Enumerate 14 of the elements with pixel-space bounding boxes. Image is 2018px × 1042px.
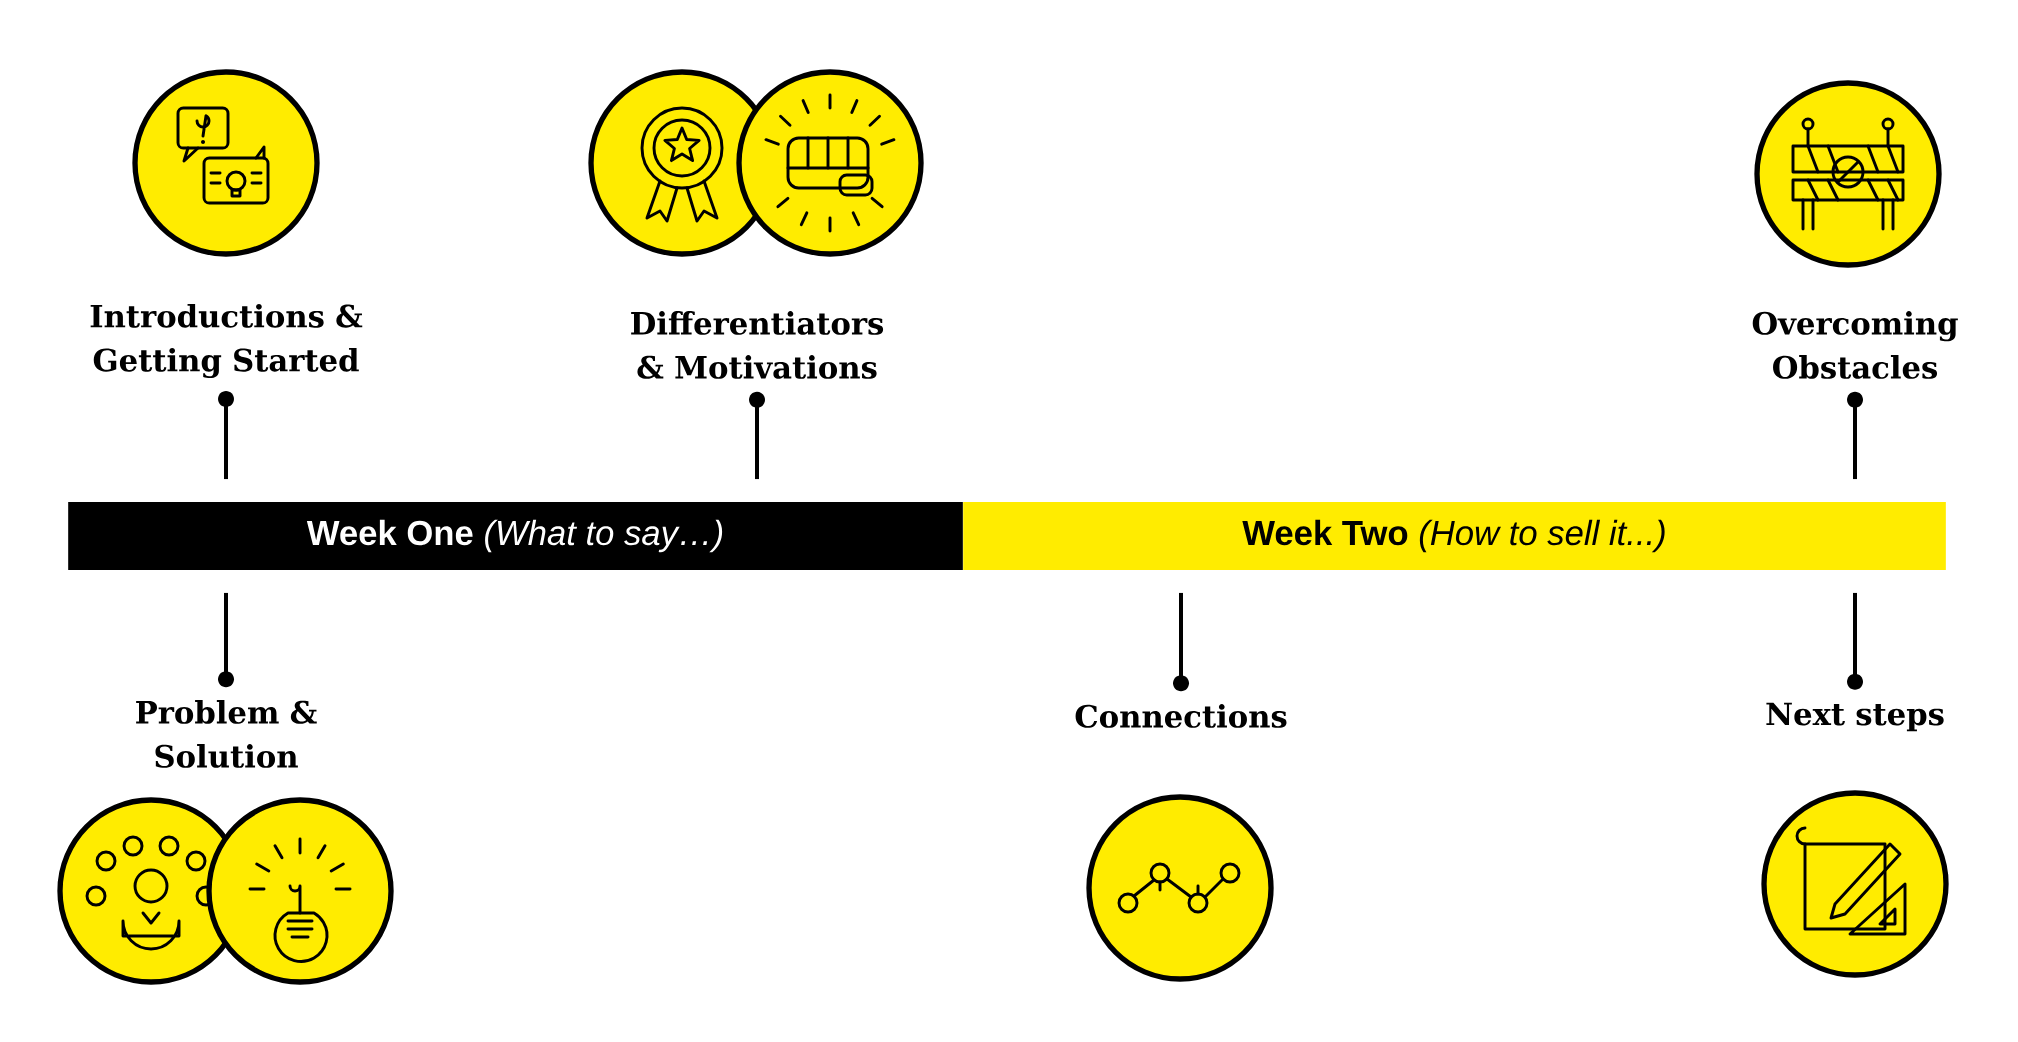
milestone-label: Introductions & Getting Started <box>90 303 363 379</box>
timeline-pin <box>218 592 234 688</box>
milestone-label: Problem & Solution <box>136 700 317 768</box>
timeline-pin <box>1847 592 1863 690</box>
milestone-label: Connections <box>1075 704 1287 728</box>
milestone-label: Next steps <box>1766 702 1944 732</box>
timeline-pin <box>218 391 234 480</box>
timeline-bar: Week Two (How to sell it...) <box>963 502 1946 570</box>
timeline-pin <box>749 391 765 480</box>
timeline-pin <box>1847 391 1863 480</box>
milestone-label: Differentiators & Motivations <box>631 311 884 379</box>
milestone-label: Overcoming Obstacles <box>1752 311 1958 379</box>
timeline-pin <box>1173 592 1189 692</box>
timeline-bar: Week One (What to say…) <box>68 502 963 570</box>
